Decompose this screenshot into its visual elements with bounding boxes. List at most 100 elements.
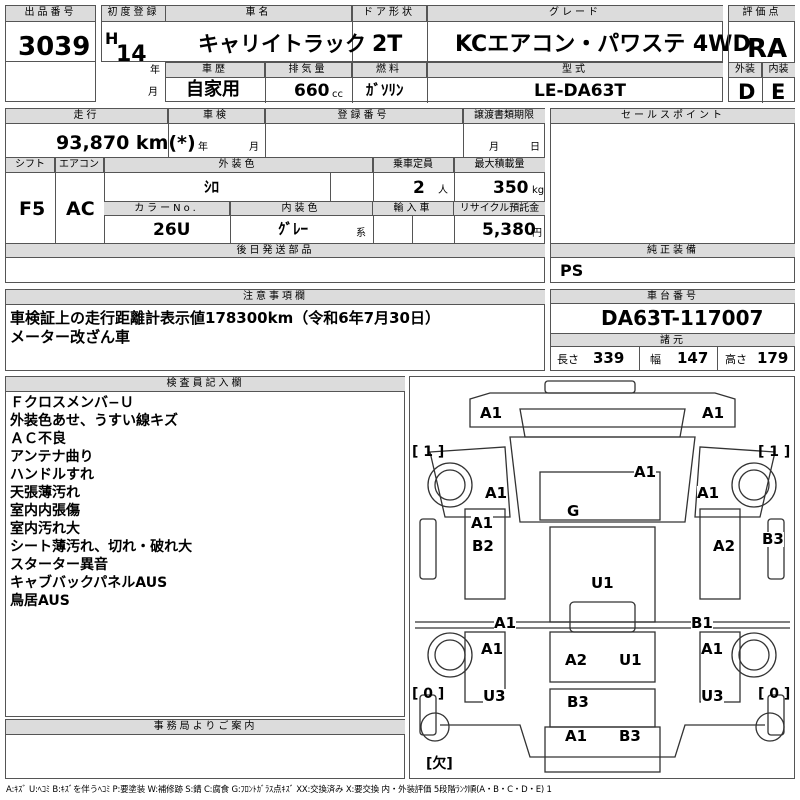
- mileage: 93,870 km(*): [56, 132, 196, 154]
- spec-label: 諸元: [551, 333, 795, 347]
- inspector-line: 外装色あせ、うすい線キズ: [10, 413, 178, 429]
- grade-label: グレード: [427, 6, 723, 22]
- damage-mark: A1: [480, 404, 503, 422]
- first-reg-label: 初度登録: [102, 6, 166, 22]
- inspector-line: アンテナ曲り: [10, 449, 94, 465]
- capacity: 2: [413, 178, 425, 198]
- max-load-unit: kg: [532, 185, 545, 196]
- fuel-label: 燃料: [352, 63, 427, 78]
- side-label-left-bottom: [ 0 ]: [412, 686, 445, 702]
- damage-mark: A2: [565, 651, 588, 669]
- inspector-box: 検査員記入欄 Ｆクロスメンバ−Ｕ 外装色あせ、うすい線キズ ＡＣ不良 アンテナ曲…: [5, 376, 405, 717]
- side-label-left-top: [ 1 ]: [412, 444, 445, 460]
- displacement-label: 排気量: [265, 63, 352, 78]
- max-load-label: 最大積載量: [454, 158, 545, 173]
- car-name: キャリイトラック: [198, 32, 366, 56]
- model: LE-DA63T: [534, 81, 627, 101]
- recycle-label: リサイクル預託金: [454, 202, 545, 216]
- int-color-label: 内装色: [230, 202, 373, 216]
- month-unit: 月: [148, 87, 158, 98]
- inspector-line: Ｆクロスメンバ−Ｕ: [10, 395, 134, 411]
- lot-label: 出品番号: [6, 6, 96, 22]
- model-label: 型式: [427, 63, 723, 78]
- notes-box: 注意事項欄 車検証上の走行距離計表示値178300km（令和6年7月30日） メ…: [5, 289, 545, 371]
- damage-mark: U1: [619, 651, 642, 669]
- inspector-notes: Ｆクロスメンバ−Ｕ 外装色あせ、うすい線キズ ＡＣ不良 アンテナ曲り ハンドルす…: [10, 394, 192, 610]
- displacement-unit: cc: [332, 89, 343, 100]
- lot-number: 3039: [18, 32, 91, 62]
- chassis-label: 車台番号: [551, 290, 795, 304]
- inspector-line: 室内内張傷: [10, 503, 80, 519]
- side-label-right-top: [ 1 ]: [758, 444, 791, 460]
- fuel: ｶﾞｿﾘﾝ: [366, 81, 404, 99]
- era: H: [105, 29, 119, 48]
- header-bottom-row: 車歴 排気量 燃料 型式 自家用 660 cc ｶﾞｿﾘﾝ LE-DA63T: [165, 62, 723, 103]
- insp-year-unit: 年: [198, 142, 208, 153]
- inspector-line: 鳥居AUS: [10, 593, 70, 609]
- grade: KCエアコン・パワステ 4WD: [455, 32, 751, 57]
- score-box: 評価点 RA 外装 内装 D E: [728, 5, 795, 103]
- damage-mark: B1: [691, 614, 713, 632]
- shift-label: シフト: [6, 158, 55, 173]
- sales-point-label: セールスポイント: [551, 109, 795, 124]
- damage-mark: B3: [762, 530, 784, 548]
- capacity-label: 乗車定員: [373, 158, 454, 173]
- color-no-label: カラーNo.: [104, 202, 230, 216]
- recycle-fee: 5,380: [482, 220, 536, 240]
- side-label-right-bottom: [ 0 ]: [758, 686, 791, 702]
- damage-mark: A1: [702, 404, 725, 422]
- score-label: 評価点: [729, 6, 795, 22]
- inspector-line: シート薄汚れ、切れ・破れ大: [10, 539, 193, 555]
- damage-mark: A1: [697, 484, 720, 502]
- history: 自家用: [186, 79, 240, 100]
- damage-mark: A1: [634, 463, 657, 481]
- damage-mark: U3: [701, 687, 724, 705]
- height-label: 高さ: [725, 353, 747, 366]
- transfer-label: 譲渡書類期限: [463, 109, 545, 124]
- ext-color: ｼﾛ: [204, 178, 220, 196]
- inspector-line: 天張薄汚れ: [10, 485, 80, 501]
- office-box: 事務局よりご案内: [5, 719, 405, 779]
- mileage-label: 走行: [6, 109, 168, 124]
- header-top-row: 初度登録 車名 ドア形状 グレード H 14 年 キャリイトラック 2T KCエ…: [101, 5, 751, 76]
- sales-point-box: セールスポイント 純正装備 PS: [550, 108, 795, 283]
- damage-mark: A1: [565, 727, 588, 745]
- door-label: ドア形状: [352, 6, 427, 22]
- side-label-missing: [欠]: [426, 756, 453, 772]
- history-label: 車歴: [166, 63, 265, 78]
- damage-mark: A1: [494, 614, 517, 632]
- interior-label: 内装: [762, 63, 795, 78]
- damage-mark: B3: [619, 727, 641, 745]
- inspector-line: ＡＣ不良: [10, 431, 66, 447]
- tr-day-unit: 日: [530, 142, 540, 153]
- damage-mark: U1: [591, 574, 614, 592]
- inspector-line: ハンドルすれ: [10, 467, 94, 483]
- inspector-line: スターター異音: [10, 557, 108, 573]
- shift: F5: [19, 198, 46, 220]
- length-label: 長さ: [557, 353, 579, 366]
- damage-mark: B2: [472, 537, 494, 555]
- damage-mark: A1: [701, 640, 724, 658]
- color-no: 26U: [153, 220, 191, 240]
- details-box: 走行 車検 登録番号 譲渡書類期限 93,870 km(*) 年 月 月 日 シ…: [5, 108, 545, 283]
- ext-color-label: 外装色: [104, 158, 373, 173]
- ac-label: エアコン: [55, 158, 104, 173]
- equipment-label: 純正装備: [551, 244, 795, 258]
- capacity-unit: 人: [438, 185, 448, 196]
- chassis-number: DA63T-117007: [601, 306, 764, 330]
- damage-mark: U3: [483, 687, 506, 705]
- lot-box: 出品番号 3039: [5, 5, 96, 102]
- tr-month-unit: 月: [489, 142, 499, 153]
- reg-year: 14: [116, 42, 147, 67]
- inspector-line: 室内汚れ大: [10, 521, 80, 537]
- reg-no-label: 登録番号: [265, 109, 463, 124]
- year-unit: 年: [150, 65, 160, 76]
- damage-mark: B3: [567, 693, 589, 711]
- office-label: 事務局よりご案内: [6, 720, 405, 735]
- height: 179: [757, 349, 789, 367]
- inspector-line: キャブバックパネルAUS: [10, 575, 168, 591]
- import-label: 輸入車: [373, 202, 454, 216]
- notes-line-2: メーター改ざん車: [10, 328, 131, 346]
- later-parts-label: 後日発送部品: [6, 244, 545, 258]
- displacement: 660: [294, 81, 330, 101]
